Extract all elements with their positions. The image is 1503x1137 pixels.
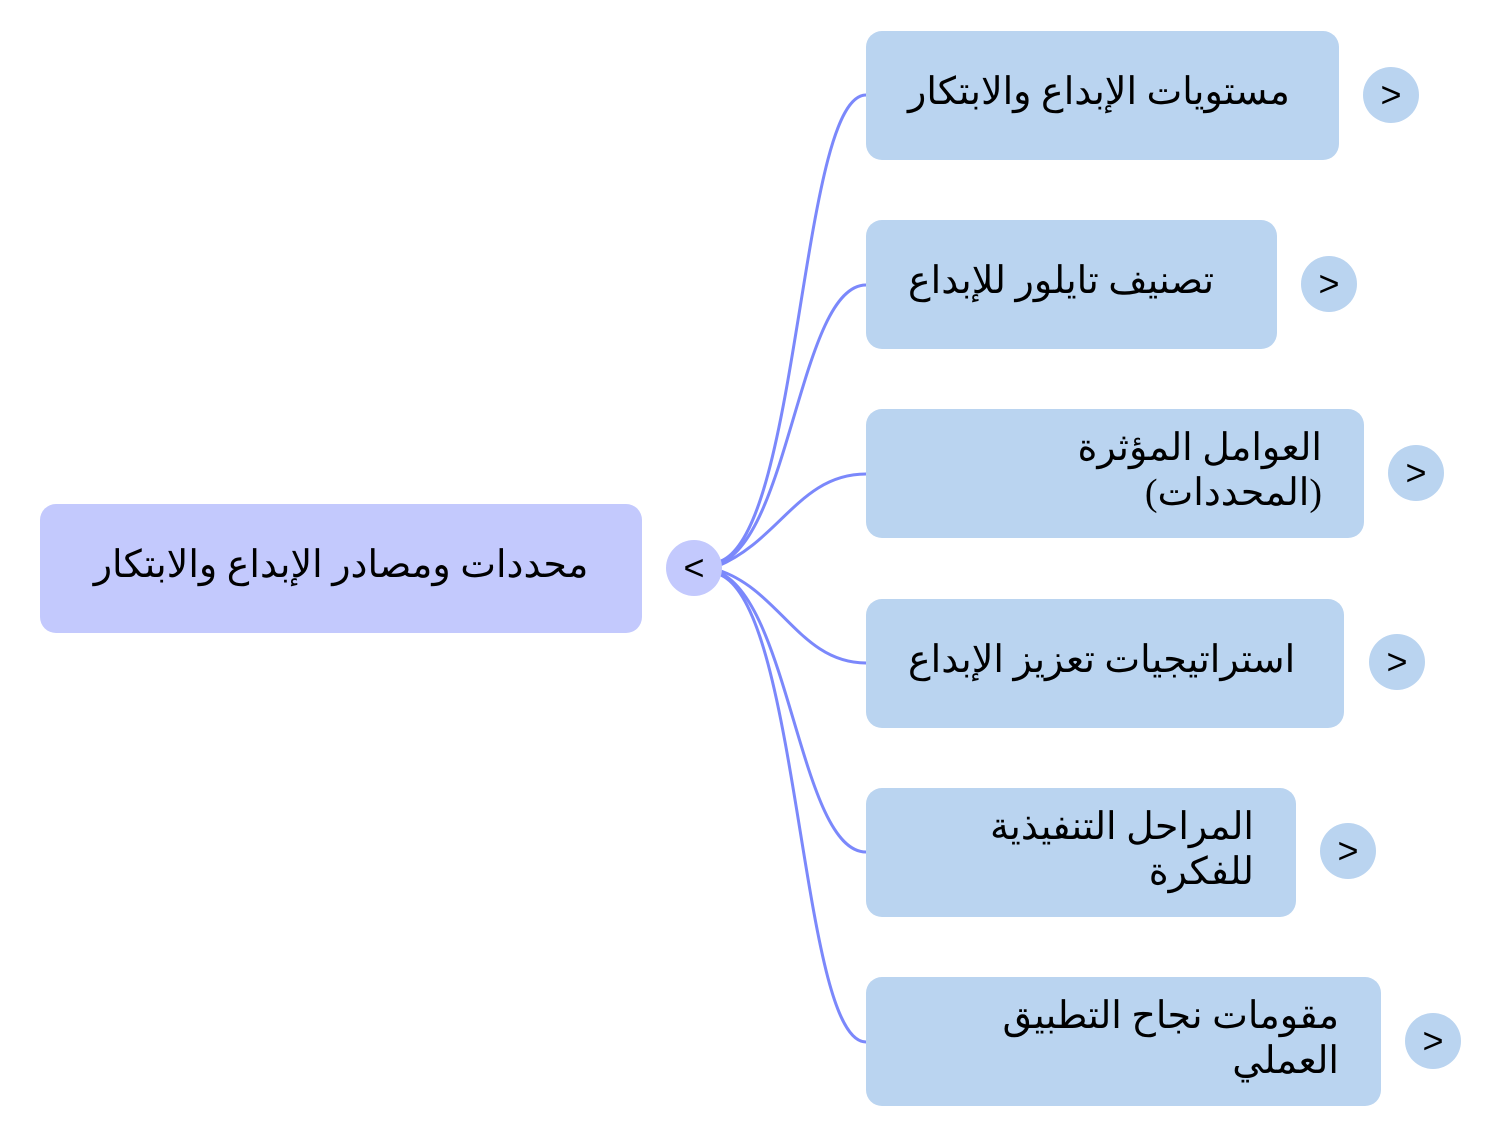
child-node-2[interactable]: تصنيف تايلور للإبداع: [866, 220, 1277, 349]
child-label: المراحل التنفيذية للفكرة: [989, 805, 1254, 893]
child-node-5[interactable]: المراحل التنفيذية للفكرة: [866, 788, 1296, 917]
root-label: محددات ومصادر الإبداع والابتكار: [93, 544, 589, 586]
child-label: العوامل المؤثرة (المحددات): [1077, 426, 1322, 514]
child-label: استراتيجيات تعزيز الإبداع: [908, 639, 1296, 681]
link-3: [717, 472, 867, 568]
link-5: [717, 570, 867, 854]
child-node-3[interactable]: العوامل المؤثرة (المحددات): [866, 409, 1364, 538]
child-label: مقومات نجاح التطبيق العملي: [1002, 994, 1339, 1082]
child-node-1[interactable]: مستويات الإبداع والابتكار: [866, 31, 1339, 160]
expand-toggle-2[interactable]: >: [1301, 256, 1357, 312]
expand-toggle-5[interactable]: >: [1320, 823, 1376, 879]
link-1: [717, 93, 867, 564]
root-collapse-toggle[interactable]: <: [666, 540, 722, 596]
expand-toggle-3[interactable]: >: [1388, 445, 1444, 501]
link-6: [717, 572, 867, 1044]
expand-toggle-4[interactable]: >: [1369, 634, 1425, 690]
root-node[interactable]: محددات ومصادر الإبداع والابتكار: [40, 504, 642, 633]
child-label: مستويات الإبداع والابتكار: [908, 71, 1290, 113]
child-node-6[interactable]: مقومات نجاح التطبيق العملي: [866, 977, 1381, 1106]
link-2: [717, 283, 867, 566]
child-node-4[interactable]: استراتيجيات تعزيز الإبداع: [866, 599, 1344, 728]
link-4: [717, 568, 867, 665]
expand-toggle-6[interactable]: >: [1405, 1013, 1461, 1069]
expand-toggle-1[interactable]: >: [1363, 67, 1419, 123]
child-label: تصنيف تايلور للإبداع: [908, 260, 1215, 302]
